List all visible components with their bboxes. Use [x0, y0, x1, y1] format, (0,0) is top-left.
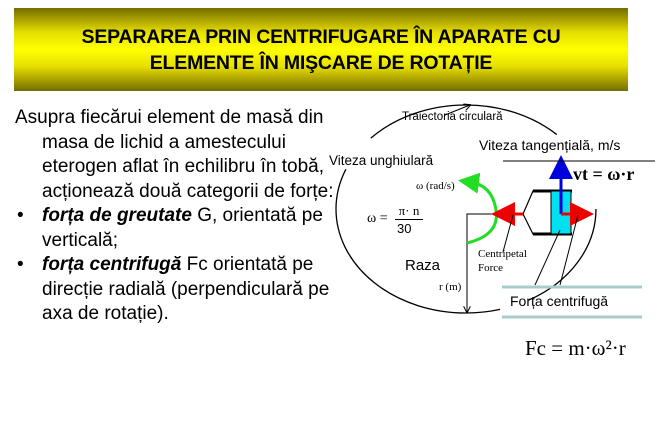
omega-formula-lhs: ω = — [367, 211, 388, 226]
angular-speed-label: Viteza unghiulară — [329, 153, 434, 168]
slide-title: SEPARAREA PRIN CENTRIFUGARE ÎN APARATE C… — [14, 8, 628, 91]
centrifugal-force-formula: Fc = m·ω²·r — [525, 336, 626, 360]
omega-formula-numerator: π· n — [395, 203, 423, 220]
centrifugal-force-label: Forța centrifugă — [510, 293, 609, 309]
centripetal-label-2: Force — [478, 262, 504, 274]
title-line-1: SEPARAREA PRIN CENTRIFUGARE ÎN APARATE C… — [81, 25, 561, 48]
tangential-speed-label: Viteza tangențială, m/s — [479, 137, 621, 153]
bullet-centrifugal: •forța centrifugă Fc orientată pe direcț… — [17, 254, 330, 324]
intro-text: Asupra fiecărui element de masă din masa… — [15, 107, 334, 202]
omega-formula-denominator: 30 — [397, 221, 412, 236]
trajectory-label: Traiectoria circulară — [402, 111, 503, 123]
slide-body: Asupra fiecărui element de masă din masa… — [15, 106, 335, 327]
trajectory-pointer — [444, 105, 470, 116]
radius-unit-label: r (m) — [439, 281, 462, 293]
radius-line — [467, 213, 498, 312]
omega-unit-label: ω (rad/s) — [416, 180, 455, 192]
centripetal-label-1: Centripetal — [478, 248, 527, 260]
bullet-gravity: •forța de greutate G, orientată pe verti… — [17, 205, 323, 251]
rotation-arrow — [458, 172, 498, 245]
tangential-velocity-formula: vt = ω·r — [573, 164, 635, 184]
radius-label: Raza — [405, 257, 441, 274]
title-line-2: ELEMENTE ÎN MIŞCARE DE ROTAȚIE — [149, 51, 493, 74]
